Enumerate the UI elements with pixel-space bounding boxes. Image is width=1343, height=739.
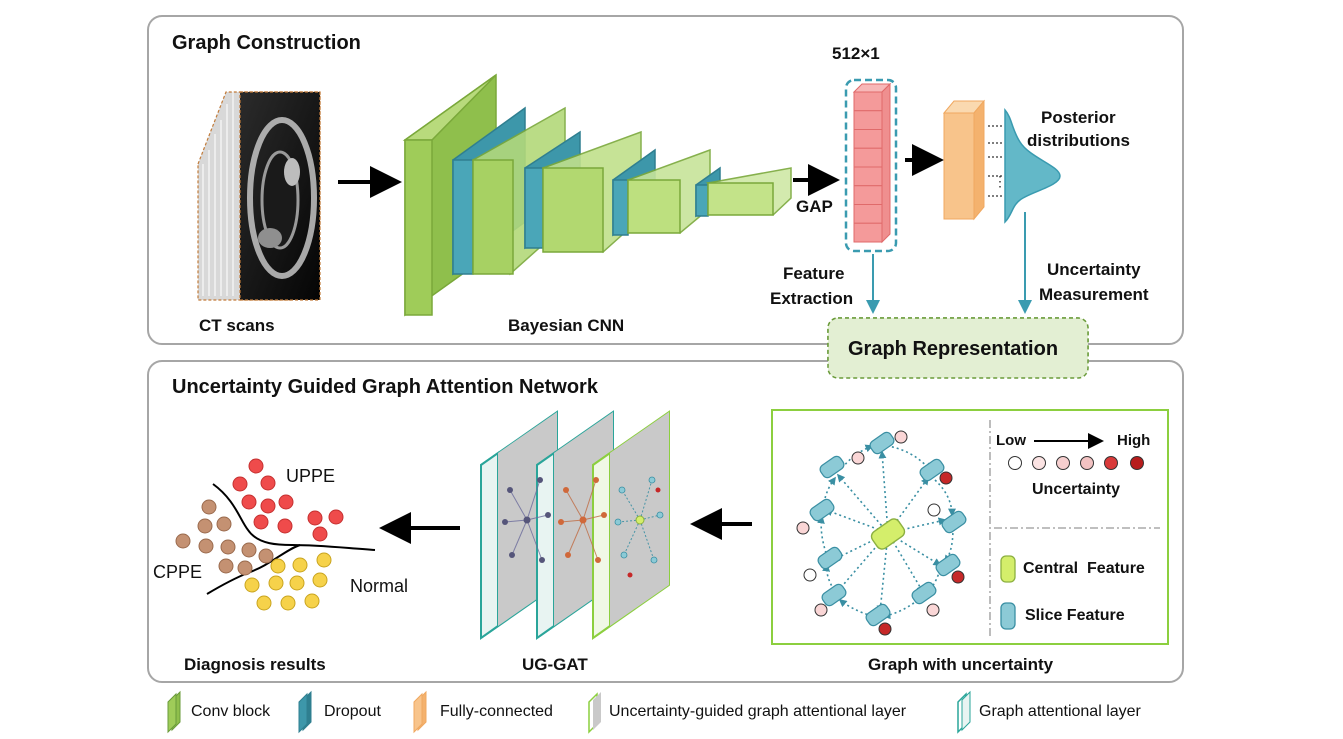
- legend-conv-block: Conv block: [191, 703, 271, 720]
- graph-construction-title: Graph Construction: [172, 32, 361, 54]
- posterior-label-line1: Posterior: [1041, 108, 1116, 127]
- bayesian-cnn-label: Bayesian CNN: [508, 316, 625, 335]
- gray-green-block-icon: [588, 692, 601, 734]
- normal-label: Normal: [350, 576, 409, 596]
- uncertainty-scale-label: Uncertainty: [1032, 481, 1121, 498]
- uncertainty-measurement-line2: Measurement: [1039, 285, 1149, 304]
- svg-text:⋮: ⋮: [993, 173, 1007, 189]
- feature-extraction-line2: Extraction: [770, 289, 854, 308]
- legend-icons: [167, 690, 971, 734]
- ug-gat-title: Uncertainty Guided Graph Attention Netwo…: [172, 376, 598, 398]
- fully-connected-block: [942, 99, 986, 221]
- legend-ug-gat-layer: Uncertainty-guided graph attentional lay…: [609, 703, 907, 720]
- uppe-label: UPPE: [286, 466, 336, 486]
- slice-feature-label: Slice Feature: [1025, 607, 1125, 624]
- uppe-points: [232, 458, 344, 542]
- uncertainty-scale-circles: [1008, 456, 1144, 470]
- low-label: Low: [996, 432, 1026, 449]
- teal-outline-block-icon: [957, 690, 971, 734]
- legend-gat-layer: Graph attentional layer: [979, 703, 1141, 720]
- orange-block-icon: [413, 690, 427, 734]
- gap-label: GAP: [796, 197, 833, 216]
- legend-dropout: Dropout: [324, 703, 381, 720]
- slice-feature-nodes: [809, 431, 967, 627]
- ct-scans-label: CT scans: [199, 316, 275, 335]
- legend-fully-connected: Fully-connected: [440, 703, 553, 720]
- central-feature-legend-icon: [1000, 555, 1016, 583]
- cppe-label: CPPE: [153, 562, 203, 582]
- high-label: High: [1117, 432, 1151, 449]
- slice-feature-legend-icon: [1000, 602, 1016, 630]
- uncertainty-circles: [796, 430, 965, 636]
- ug-gat-layers: [480, 410, 670, 640]
- central-feature-label: Central Feature: [1023, 560, 1145, 577]
- posterior-distribution-shape: [1004, 108, 1061, 224]
- central-feature-node: [870, 518, 906, 550]
- graph-with-uncertainty-box: [771, 409, 1169, 645]
- uncertainty-measurement-line1: Uncertainty: [1047, 260, 1141, 279]
- diagnosis-results-label: Diagnosis results: [184, 655, 326, 674]
- posterior-lines: [988, 125, 1004, 197]
- feature-extraction-line1: Feature: [783, 264, 845, 283]
- green-block-icon: [167, 690, 181, 734]
- bayesian-cnn-blocks: [402, 73, 792, 317]
- teal-block-icon: [298, 690, 312, 734]
- ct-scans-stack: [197, 91, 321, 301]
- ug-gat-label: UG-GAT: [522, 655, 588, 674]
- graph-representation-label: Graph Representation: [848, 338, 1059, 360]
- feature-vector: [844, 78, 898, 253]
- posterior-label-line2: distributions: [1027, 131, 1130, 150]
- graph-with-uncertainty-label: Graph with uncertainty: [868, 655, 1054, 674]
- normal-points: [244, 552, 332, 611]
- cppe-points: [175, 499, 274, 576]
- feature-dim-label: 512×1: [832, 44, 880, 63]
